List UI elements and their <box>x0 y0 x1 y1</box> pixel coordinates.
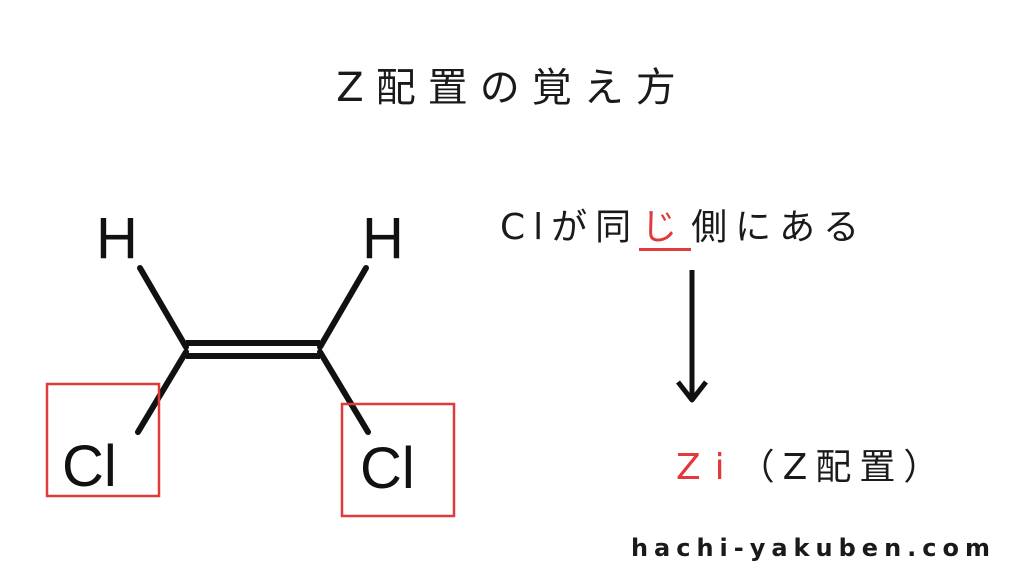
bond-cl-left <box>135 349 189 435</box>
molecule-diagram: H H Cl Cl <box>45 206 456 518</box>
result-rest: （Z配置） <box>738 447 948 488</box>
statement-after: 側にある <box>691 207 868 248</box>
down-arrow-icon <box>676 270 708 403</box>
atom-top-right: H <box>362 206 404 271</box>
cl-right-highlight-box <box>340 402 456 518</box>
result-label: Zi（Z配置） <box>676 440 947 496</box>
atom-bottom-left: Cl <box>62 434 117 499</box>
statement-highlight: じ <box>639 207 692 251</box>
bond-h-right <box>317 265 369 350</box>
bond-cl-right <box>317 349 371 435</box>
cl-left-highlight-box <box>45 382 161 498</box>
bond-h-left <box>137 265 189 350</box>
page-title: Z配置の覚え方 <box>336 65 688 111</box>
result-highlight: Zi <box>676 447 739 488</box>
site-watermark: hachi-yakuben.com <box>630 534 996 562</box>
same-side-statement: Clが同じ側にある <box>500 200 920 256</box>
atom-bottom-right: Cl <box>360 436 415 501</box>
atom-top-left: H <box>96 206 138 271</box>
statement-before: Clが同 <box>500 207 640 248</box>
